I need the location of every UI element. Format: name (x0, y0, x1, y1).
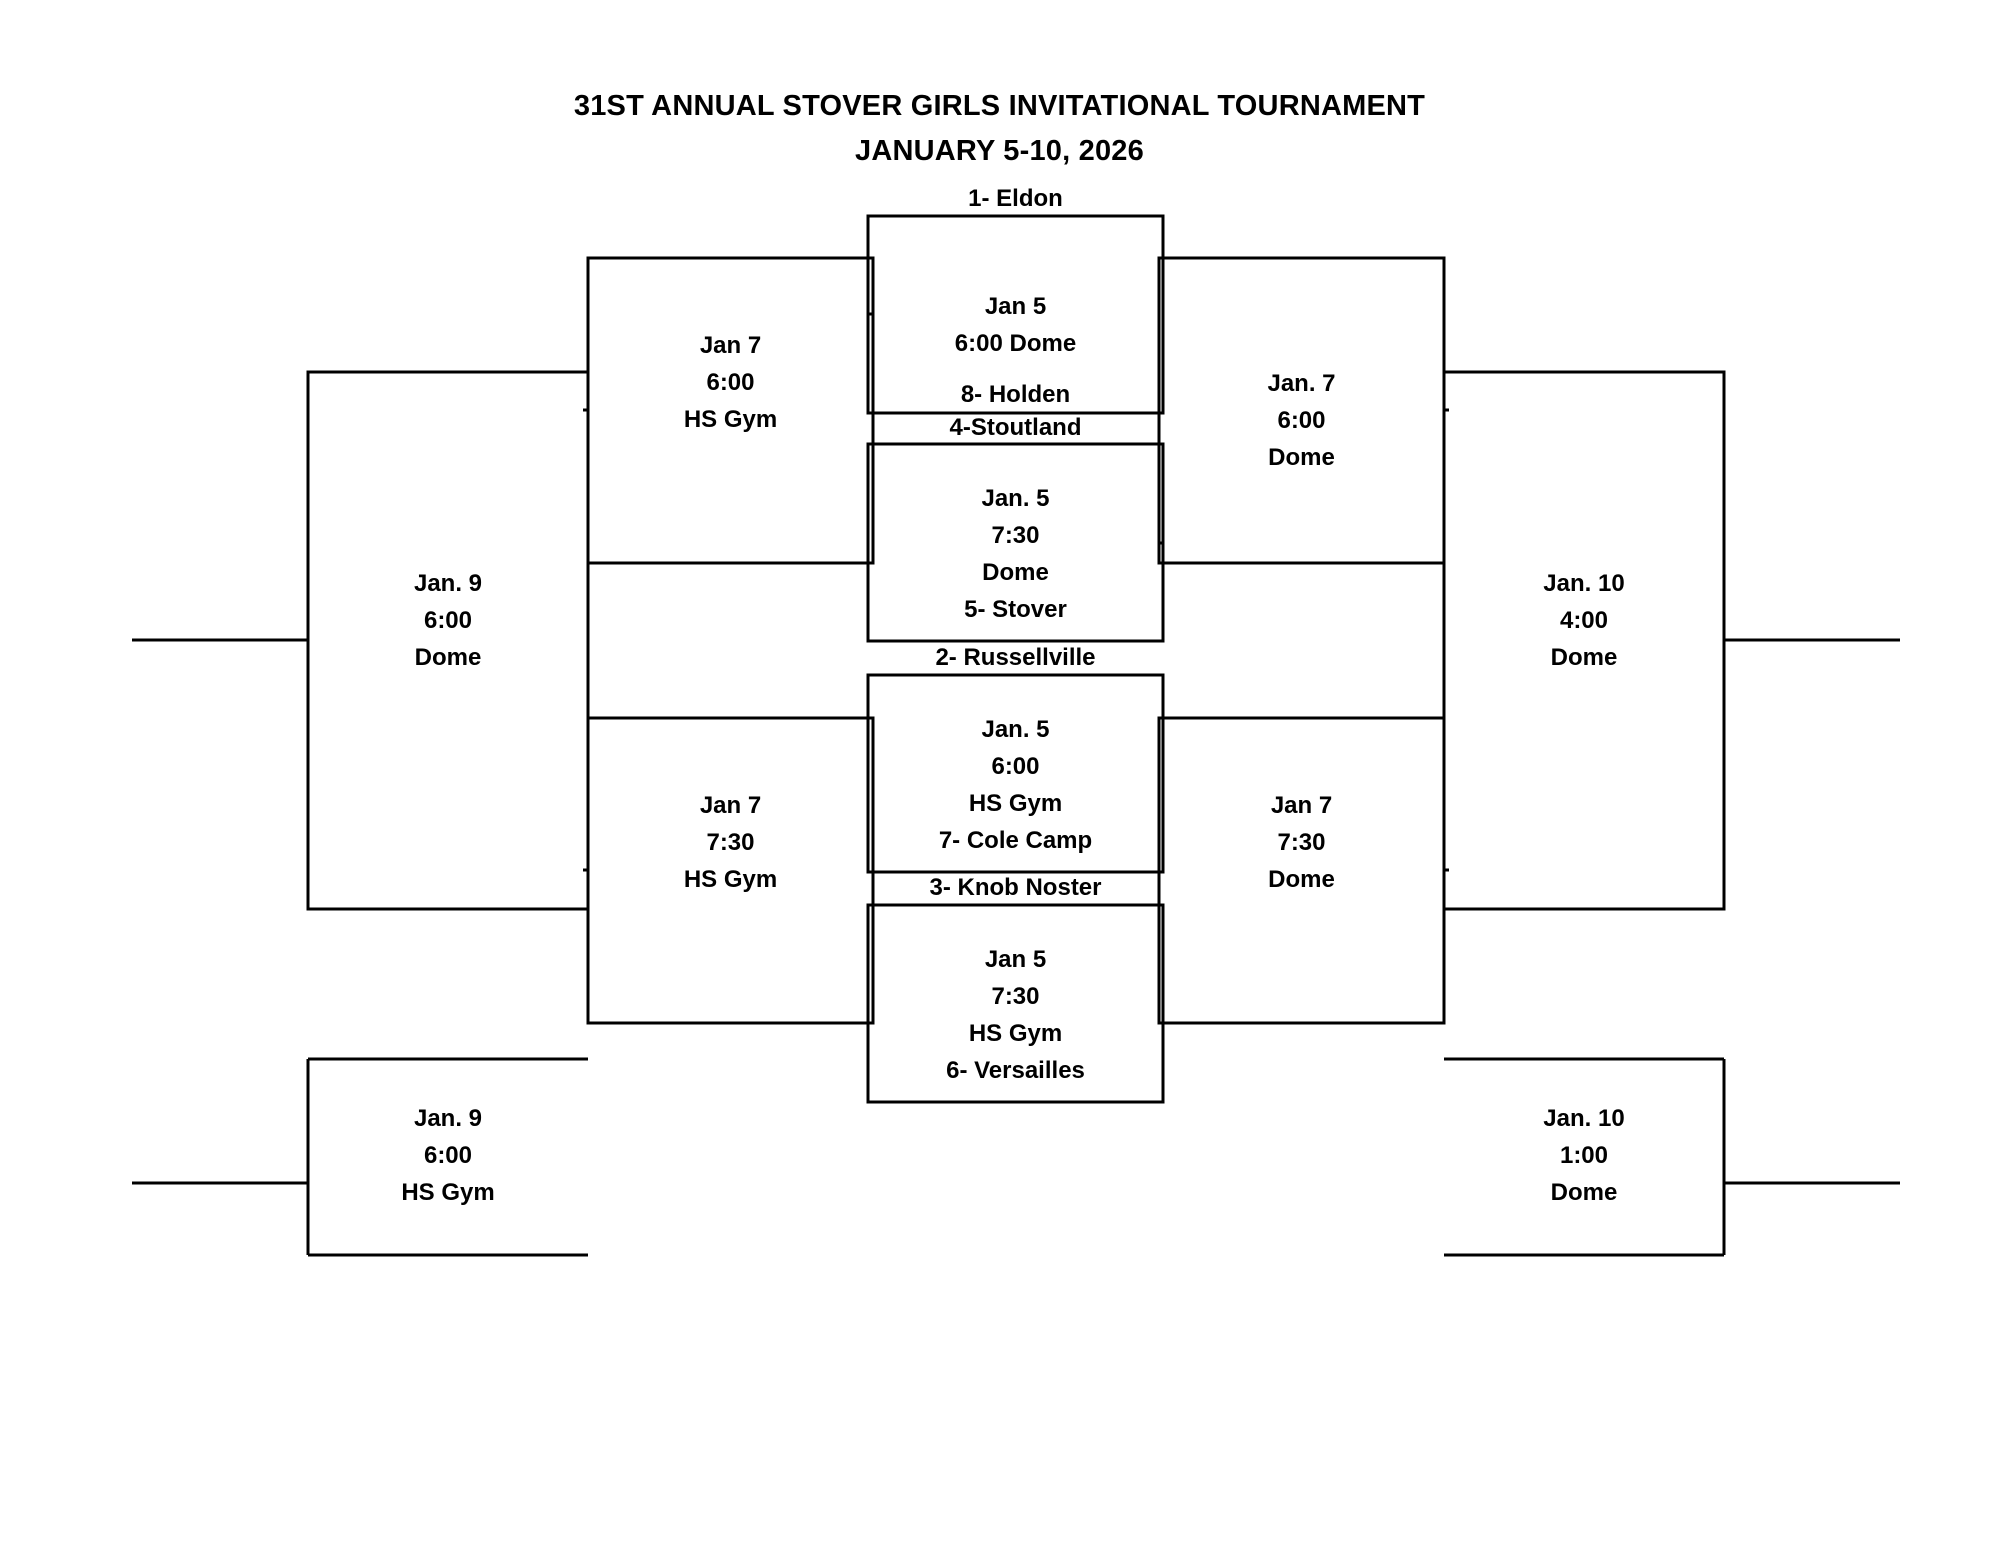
consolation-left-date: Jan. 9 (413, 1105, 483, 1132)
round2-right-lower-site: Dome (1268, 866, 1335, 893)
round2-left-upper-info: Jan 7 6:00 HS Gym (588, 327, 873, 438)
round1-game3-box (866, 673, 1165, 874)
round1-game4-info: Jan 5 7:30 HS Gym 6- Versailles (868, 941, 1163, 1089)
round1-game2-site: Dome (982, 559, 1049, 586)
round2-right-upper-site: Dome (1268, 444, 1335, 471)
round2-left-upper-date: Jan 7 (699, 332, 762, 359)
round1-game1-top-seed: 1- Eldon (968, 185, 1063, 212)
consolation-right-date: Jan. 10 (1543, 1105, 1625, 1132)
consolation-left-time: 6:00 (423, 1142, 473, 1169)
round1-game4-site: HS Gym (968, 1020, 1063, 1047)
round2-right-lower-time: 7:30 (1277, 829, 1326, 856)
round1-game2-date: Jan. 5 (981, 485, 1050, 512)
round2-left-lower-info: Jan 7 7:30 HS Gym (588, 787, 873, 898)
round1-game2-bottom-seed: 5- Stover (964, 596, 1067, 623)
round1-game2-time: 7:30 (991, 522, 1040, 549)
round3-left-info: Jan. 9 6:00 Dome (308, 565, 588, 676)
round3-right-date: Jan. 10 (1543, 570, 1625, 597)
consolation-right-time: 1:00 (1559, 1142, 1609, 1169)
round1-game2-info: Jan. 5 7:30 Dome 5- Stover (868, 480, 1163, 628)
round1-game2-top-seed: 4-Stoutland (949, 414, 1082, 441)
round3-right-time: 4:00 (1559, 607, 1609, 634)
round3-right-info: Jan. 10 4:00 Dome (1444, 565, 1724, 676)
page-title-line-2: JANUARY 5-10, 2026 (855, 135, 1144, 167)
round2-left-upper-time: 6:00 (706, 369, 755, 396)
round1-game3-site: HS Gym (968, 790, 1063, 817)
round2-right-upper-date: Jan. 7 (1267, 370, 1336, 397)
round2-left-lower-site: HS Gym (683, 866, 778, 893)
round1-game1-time-site: 6:00 Dome (954, 330, 1077, 357)
round2-right-lower-info: Jan 7 7:30 Dome (1159, 787, 1444, 898)
round1-game3-date: Jan. 5 (981, 716, 1050, 743)
consolation-left-info: Jan. 9 6:00 HS Gym (308, 1100, 588, 1211)
round1-game3-time: 6:00 (991, 753, 1040, 780)
round2-right-upper-info: Jan. 7 6:00 Dome (1159, 365, 1444, 476)
consolation-right-site: Dome (1550, 1179, 1618, 1206)
round2-right-lower-date: Jan 7 (1270, 792, 1333, 819)
round2-left-upper-site: HS Gym (683, 406, 778, 433)
round1-game3-bottom-seed: 7- Cole Camp (938, 827, 1093, 854)
consolation-left-site: HS Gym (401, 1179, 495, 1206)
round3-left-time: 6:00 (423, 607, 473, 634)
round1-game3-top-seed: 2- Russellville (935, 644, 1096, 671)
round1-game3-info: Jan. 5 6:00 HS Gym 7- Cole Camp (868, 711, 1163, 859)
round3-left-site: Dome (414, 644, 482, 671)
round2-left-lower-time: 7:30 (706, 829, 755, 856)
page-title-line-1: 31ST ANNUAL STOVER GIRLS INVITATIONAL TO… (573, 90, 1426, 122)
round3-right-site: Dome (1550, 644, 1618, 671)
round1-game1-date: Jan 5 (984, 293, 1047, 320)
round1-game4-time: 7:30 (991, 983, 1040, 1010)
round2-right-upper-time: 6:00 (1277, 407, 1326, 434)
round3-left-date: Jan. 9 (413, 570, 483, 597)
round1-game4-bottom-seed: 6- Versailles (946, 1057, 1085, 1084)
round1-game4-box (866, 903, 1165, 1104)
round2-left-lower-date: Jan 7 (699, 792, 762, 819)
round1-game1-bottom-seed: 8- Holden (960, 381, 1071, 408)
consolation-right-info: Jan. 10 1:00 Dome (1444, 1100, 1724, 1211)
round1-game4-top-seed: 3- Knob Noster (929, 874, 1102, 901)
round1-game1-info: Jan 5 6:00 Dome (868, 288, 1163, 362)
round1-game4-date: Jan 5 (984, 946, 1047, 973)
